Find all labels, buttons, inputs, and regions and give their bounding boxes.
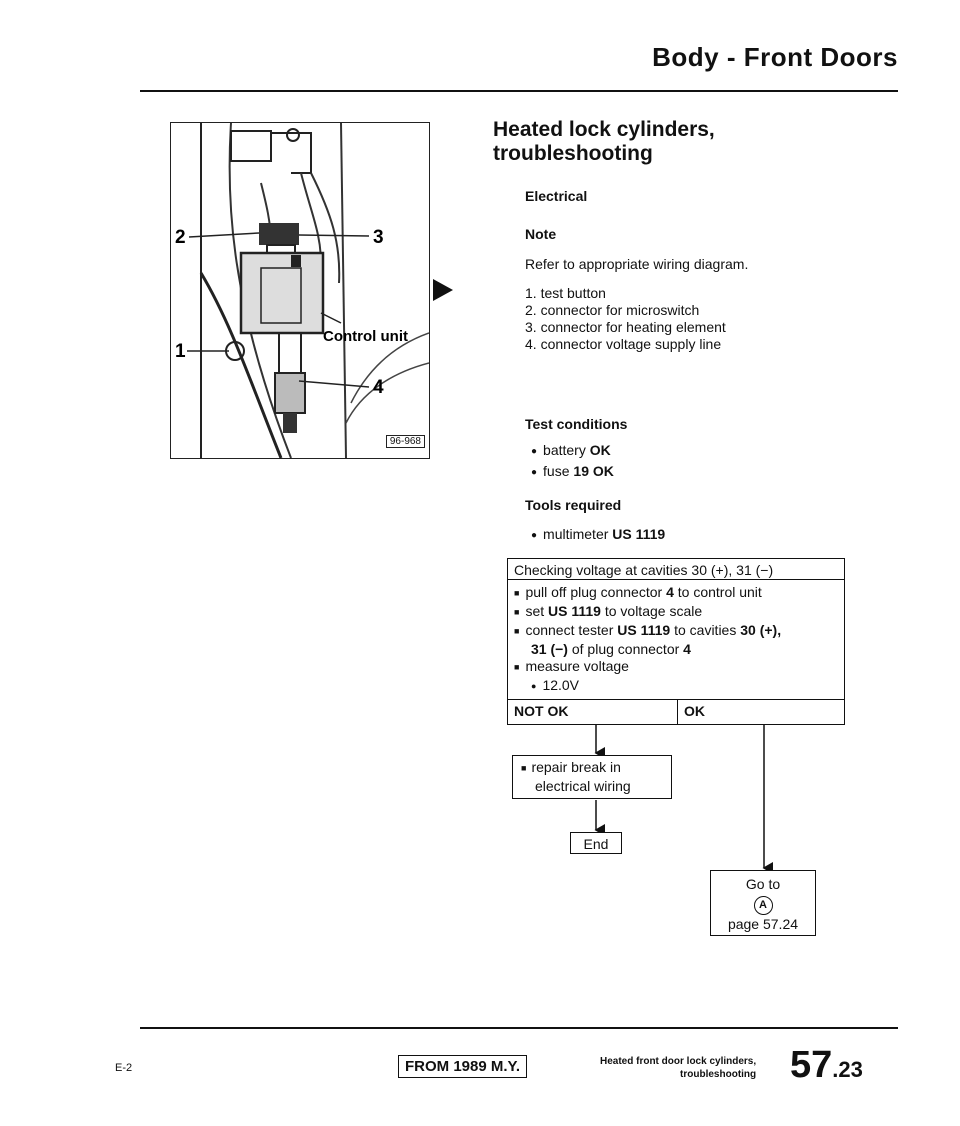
model-year-box: FROM 1989 M.Y. xyxy=(398,1055,528,1078)
check-heading: Checking voltage at cavities 30 (+), 31 … xyxy=(508,559,844,580)
section-title: Heated lock cylinders, troubleshooting xyxy=(493,118,715,166)
condition-item: battery OK xyxy=(531,441,614,462)
goto-page: page 57.24 xyxy=(727,916,799,932)
callout-2: 2 xyxy=(175,227,186,248)
callout-1: 1 xyxy=(175,341,186,362)
control-unit-illustration: 2 3 1 4 Control unit xyxy=(175,123,429,458)
electrical-heading: Electrical xyxy=(525,188,588,204)
end-box: End xyxy=(570,832,622,854)
component-legend: 1. test button 2. connector for microswi… xyxy=(525,285,726,353)
not-ok-label: NOT OK xyxy=(508,700,678,724)
flowchart-connectors xyxy=(594,725,773,874)
header-divider xyxy=(140,90,898,92)
control-unit-label: Control unit xyxy=(323,328,408,345)
expected-value: 12.0V xyxy=(514,677,838,696)
goto-label: Go to xyxy=(745,876,781,892)
tools-list: multimeter US 1119 xyxy=(531,525,665,546)
voltage-check-box: Checking voltage at cavities 30 (+), 31 … xyxy=(507,558,845,725)
legend-item: 3. connector for heating element xyxy=(525,319,726,335)
pointer-arrow-icon xyxy=(433,279,453,301)
tools-heading: Tools required xyxy=(525,497,622,513)
step-item: measure voltage xyxy=(514,658,838,677)
control-unit-figure: 2 3 1 4 Control unit 96-968 xyxy=(170,122,430,459)
legend-item: 2. connector for microswitch xyxy=(525,302,700,318)
page-number: 57.23 xyxy=(790,1044,863,1086)
test-conditions-heading: Test conditions xyxy=(525,416,628,432)
legend-item: 4. connector voltage supply line xyxy=(525,336,722,352)
goto-box: Go to A page 57.24 xyxy=(710,870,816,936)
figure-code: 96-968 xyxy=(385,435,425,448)
note-text: Refer to appropriate wiring diagram. xyxy=(525,256,749,272)
section-title-line2: troubleshooting xyxy=(493,142,653,165)
page-header-title: Body - Front Doors xyxy=(652,42,898,72)
result-row: NOT OK OK xyxy=(508,699,844,724)
footer-divider xyxy=(140,1027,898,1029)
callout-4: 4 xyxy=(373,377,384,398)
callout-3: 3 xyxy=(373,227,384,248)
step-item: connect tester US 1119 to cavities 30 (+… xyxy=(514,622,838,641)
step-item: set US 1119 to voltage scale xyxy=(514,603,838,622)
condition-item: fuse 19 OK xyxy=(531,462,614,483)
test-conditions-list: battery OK fuse 19 OK xyxy=(531,441,614,483)
circled-a-icon: A xyxy=(753,896,773,915)
footer-code: E-2 xyxy=(115,1062,133,1074)
legend-item: 1. test button xyxy=(525,285,606,301)
ok-label: OK xyxy=(684,703,705,719)
check-steps: pull off plug connector 4 to control uni… xyxy=(508,580,844,699)
footer-caption: Heated front door lock cylinders, troubl… xyxy=(600,1056,757,1080)
section-title-line1: Heated lock cylinders, xyxy=(493,118,715,141)
step-item: pull off plug connector 4 to control uni… xyxy=(514,584,838,603)
tool-item: multimeter US 1119 xyxy=(531,525,665,546)
step-item-continued: 31 (−) of plug connector 4 xyxy=(531,641,691,657)
note-heading: Note xyxy=(525,226,557,242)
